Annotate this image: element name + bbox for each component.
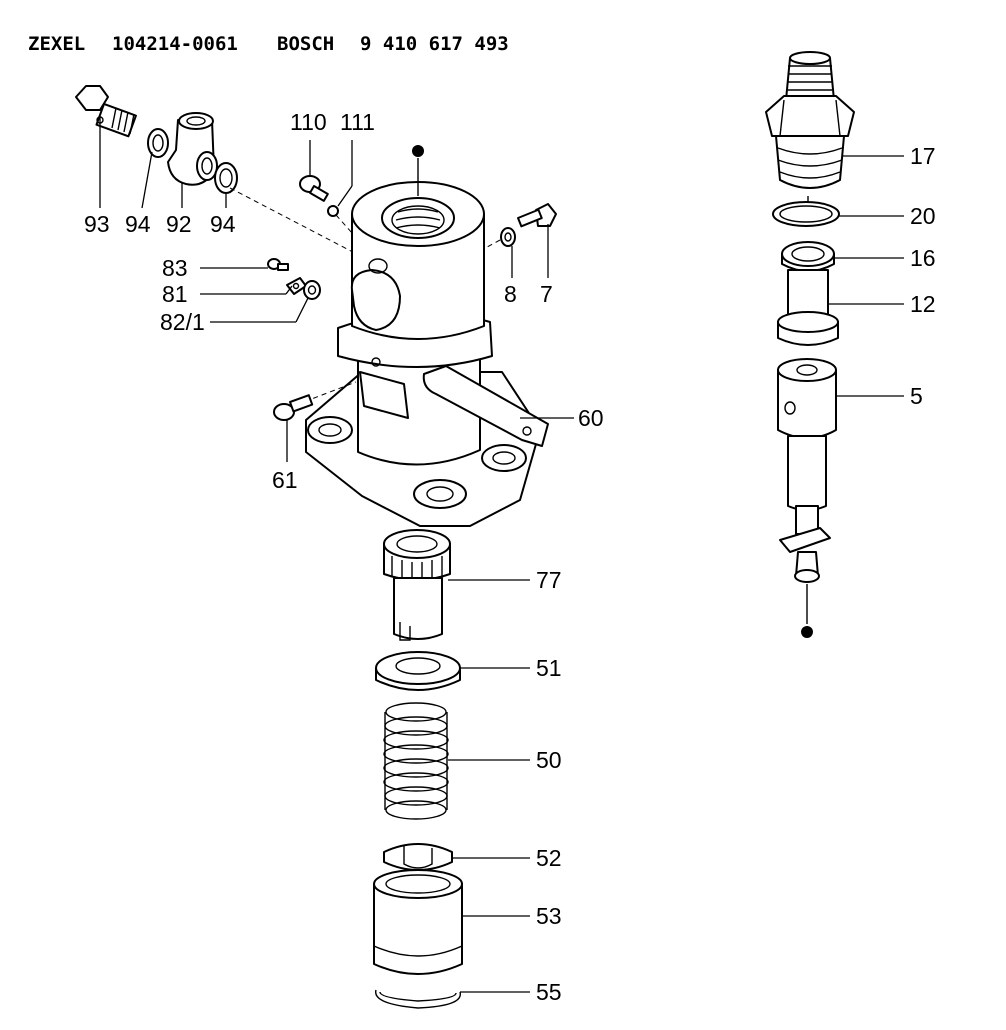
part-16-delivery-valve — [781, 241, 835, 272]
callout-81: 81 — [162, 281, 188, 307]
part-82-1-washer — [303, 280, 321, 300]
part-61-screw — [273, 394, 314, 421]
callout-labels: 93 94 92 94 110 111 83 81 82/1 8 7 60 61… — [84, 109, 936, 1005]
callout-55: 55 — [536, 979, 562, 1005]
connection-dot-bottom — [801, 626, 813, 638]
part-8-washer — [500, 227, 516, 247]
part-93-banjo-bolt — [75, 85, 137, 138]
header-brand: BOSCH — [277, 33, 334, 55]
part-12-barrel — [777, 269, 839, 346]
callout-50: 50 — [536, 747, 562, 773]
callout-94-b: 94 — [210, 211, 236, 237]
part-94-washer-a — [147, 128, 169, 158]
part-52-spring-seat — [383, 843, 453, 871]
callout-111: 111 — [340, 109, 375, 135]
callout-77: 77 — [536, 567, 562, 593]
callout-61: 61 — [272, 467, 298, 493]
callout-82-1: 82/1 — [160, 309, 205, 335]
part-111-washer — [327, 205, 339, 217]
part-94-washer-b — [214, 162, 238, 194]
part-110-screw — [299, 175, 329, 202]
leader-lines — [99, 116, 904, 993]
callout-94-a: 94 — [125, 211, 151, 237]
pump-housing — [305, 181, 549, 527]
callout-52: 52 — [536, 845, 562, 871]
callout-110: 110 — [290, 109, 327, 135]
assembly-line-fitting — [229, 187, 373, 263]
callout-20: 20 — [910, 203, 936, 229]
part-7-screw — [517, 203, 557, 228]
part-55-circlip — [375, 989, 461, 1009]
callout-5: 5 — [910, 383, 923, 409]
callout-92: 92 — [166, 211, 192, 237]
part-92-fitting — [167, 112, 218, 186]
callout-83: 83 — [162, 255, 188, 281]
callout-7: 7 — [540, 281, 553, 307]
part-51-spring-seat — [375, 651, 461, 691]
header-bosch-number: 9 410 617 493 — [360, 33, 509, 55]
callout-8: 8 — [504, 281, 517, 307]
part-17-delivery-valve-holder — [765, 51, 855, 189]
connection-dot-top — [412, 145, 424, 157]
callout-16: 16 — [910, 245, 936, 271]
part-77-control-sleeve — [383, 529, 451, 641]
callout-53: 53 — [536, 903, 562, 929]
header: ZEXEL 104214-0061 BOSCH 9 410 617 493 — [28, 33, 509, 55]
header-maker: ZEXEL — [28, 33, 85, 55]
part-50-plunger-spring — [383, 702, 449, 820]
callout-93: 93 — [84, 211, 110, 237]
header-zexel-number: 104214-0061 — [112, 33, 238, 55]
callout-17: 17 — [910, 143, 936, 169]
part-83-screw — [267, 258, 289, 271]
part-20-gasket — [772, 201, 840, 227]
callout-60: 60 — [578, 405, 604, 431]
part-5-plunger — [777, 358, 837, 583]
callout-51: 51 — [536, 655, 562, 681]
part-53-tappet — [373, 869, 463, 975]
callout-12: 12 — [910, 291, 936, 317]
